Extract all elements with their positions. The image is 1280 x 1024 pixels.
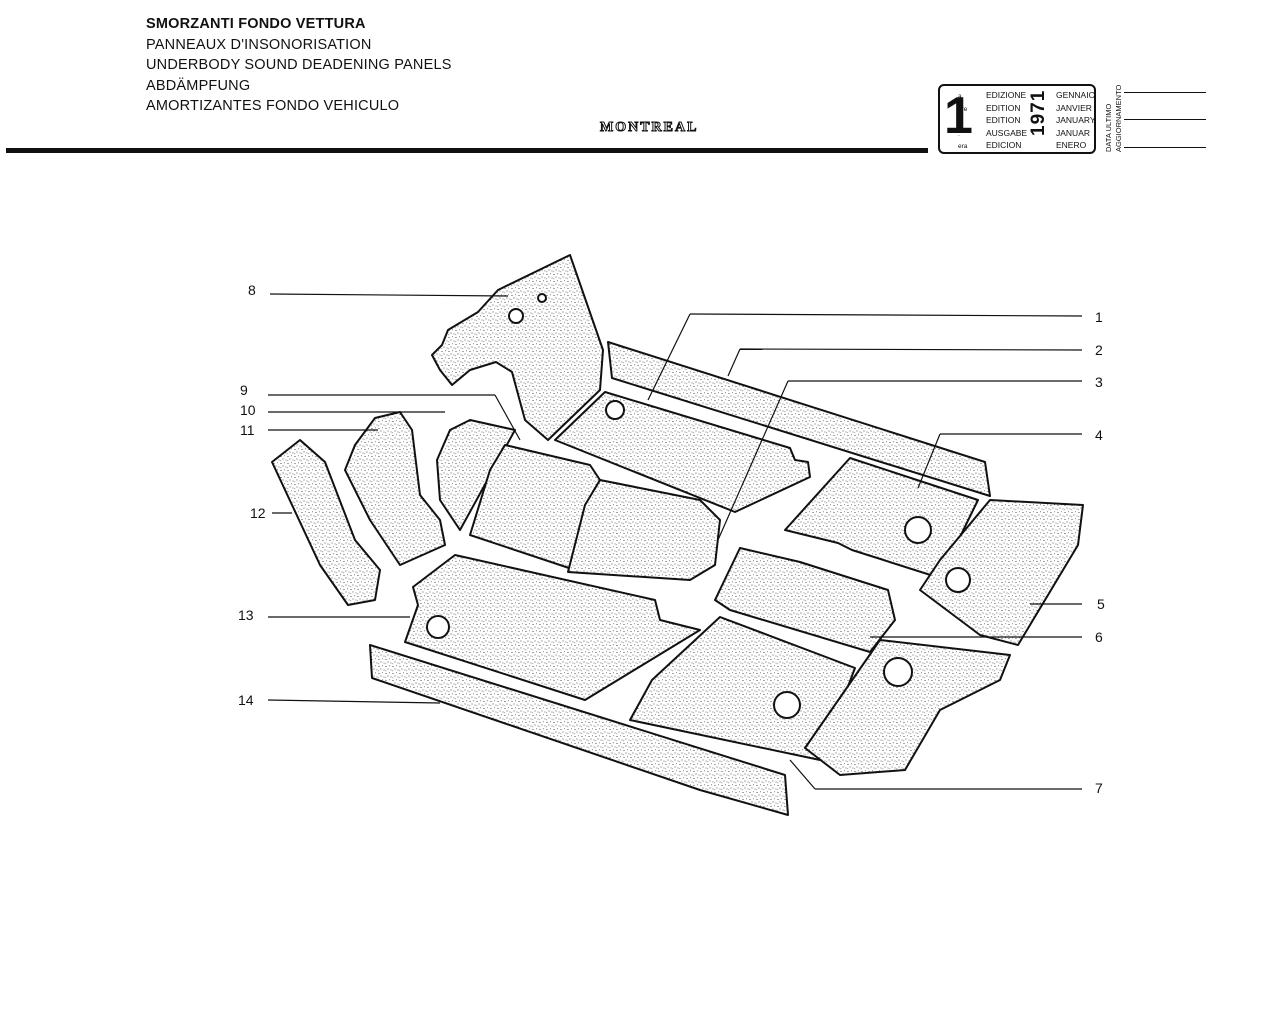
- panel-7b: [804, 639, 1011, 776]
- callout-13: 13: [238, 607, 254, 623]
- panel-3: [567, 479, 721, 581]
- panel-2: [607, 341, 991, 497]
- leader-3-tip: [717, 380, 789, 541]
- leader-8: [269, 293, 509, 297]
- update-line-1: [1124, 92, 1206, 93]
- callout-8: 8: [248, 282, 256, 298]
- panel-12: [271, 439, 381, 606]
- title-french: PANNEAUX D'INSONORISATION: [146, 36, 372, 53]
- panel-5-hole: [945, 567, 971, 593]
- edition-box: 1 a ere st . era EDIZIONE EDITION EDITIO…: [938, 84, 1096, 154]
- title-spanish: AMORTIZANTES FONDO VEHICULO: [146, 98, 400, 114]
- callout-14: 14: [238, 692, 254, 708]
- panel-6: [714, 547, 896, 653]
- leader-2-tip: [727, 348, 741, 377]
- callout-7: 7: [1095, 780, 1103, 796]
- title-italian: SMORZANTI FONDO VETTURA: [146, 16, 366, 32]
- panel-13-hole: [426, 615, 450, 639]
- panel-13: [404, 554, 701, 701]
- panel-14: [369, 644, 789, 816]
- panel-7b-hole: [883, 657, 913, 687]
- title-german: ABDÄMPFUNG: [146, 77, 251, 94]
- callout-5: 5: [1097, 596, 1105, 612]
- callout-4: 4: [1095, 427, 1103, 443]
- leader-1-tip: [647, 313, 691, 401]
- callout-11: 11: [240, 422, 255, 438]
- edition-superscripts: a ere st . era: [958, 93, 968, 150]
- panel-1-hole: [605, 400, 625, 420]
- leader-14: [267, 699, 441, 704]
- title-english: UNDERBODY SOUND DEADENING PANELS: [146, 57, 452, 73]
- callout-9: 9: [240, 382, 248, 398]
- brand-logo: MONTREAL: [599, 120, 699, 136]
- callout-10: 10: [240, 402, 256, 418]
- panel-5: [919, 499, 1084, 646]
- edition-number: 1: [944, 87, 973, 145]
- panel-7: [629, 616, 856, 761]
- panel-1: [554, 391, 811, 513]
- leader-9-tip: [494, 394, 521, 441]
- panel-7-hole: [773, 691, 801, 719]
- title-block: SMORZANTI FONDO VETTURA PANNEAUX D'INSON…: [146, 14, 452, 117]
- update-line-2: [1124, 119, 1206, 120]
- leader-7-tip: [789, 759, 816, 790]
- update-line-3: [1124, 147, 1206, 148]
- leader-4-tip: [917, 433, 941, 489]
- callout-6: 6: [1095, 629, 1103, 645]
- panel-11: [344, 411, 446, 566]
- panel-8-hole: [508, 308, 524, 324]
- leader-2: [739, 348, 1083, 351]
- callout-1: 1: [1095, 309, 1103, 325]
- callout-3: 3: [1095, 374, 1103, 390]
- header-rule: [6, 148, 928, 153]
- callout-2: 2: [1095, 342, 1103, 358]
- leader-1: [689, 313, 1083, 317]
- callout-12: 12: [250, 505, 266, 521]
- panel-4: [784, 457, 979, 579]
- panel-10: [436, 419, 516, 531]
- panel-8: [431, 254, 604, 441]
- edition-months: GENNAIO JANVIER JANUARY JANUAR ENERO: [1056, 90, 1096, 150]
- edition-labels: EDIZIONE EDITION EDITION AUSGABE EDICION: [986, 90, 1028, 150]
- panel-8-hole: [537, 293, 547, 303]
- panel-4-hole: [904, 516, 932, 544]
